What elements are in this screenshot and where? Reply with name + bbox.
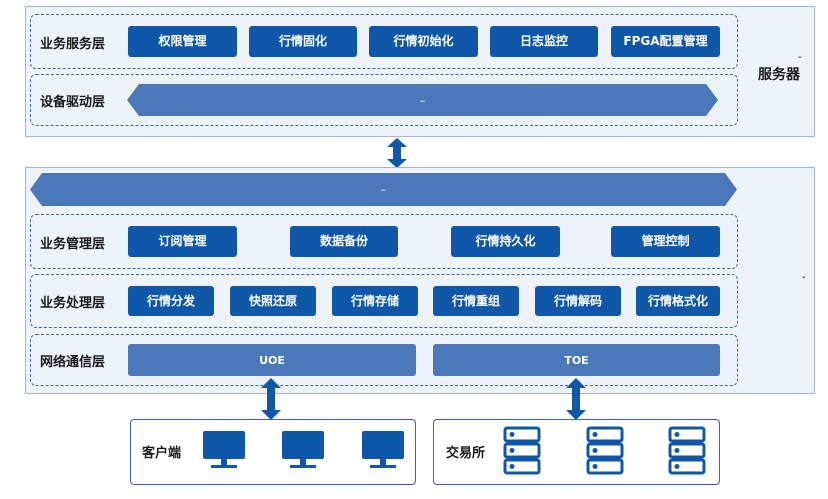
device-driver-bar: – (127, 84, 718, 116)
management-control-button[interactable]: 管理控制 (611, 226, 720, 257)
server-rack-icon (503, 426, 541, 475)
market-distribution-button[interactable]: 行情分发 (128, 286, 214, 316)
device-driver-layer-label: 设备驱动层 (40, 95, 106, 110)
monitor-icon (282, 431, 324, 468)
market-reassembly-button[interactable]: 行情重组 (433, 286, 519, 316)
client-arrow-icon (261, 378, 281, 420)
uoe-bar: UOE (128, 344, 416, 376)
exchange-label: 交易所 (446, 446, 486, 461)
business-processing-layer-label: 业务处理层 (40, 296, 106, 311)
business-service-layer-label: 业务服务层 (40, 37, 106, 52)
permission-management-button[interactable]: 权限管理 (128, 26, 237, 57)
fpga-config-button[interactable]: FPGA配置管理 (611, 26, 720, 57)
fpga-top-bar: – (30, 173, 737, 206)
server-label: 服务器 (758, 67, 800, 83)
server-rack-icon (668, 426, 706, 475)
market-init-button[interactable]: 行情初始化 (369, 26, 478, 57)
snapshot-restore-button[interactable]: 快照还原 (230, 286, 316, 316)
network-layer-label: 网络通信层 (40, 355, 106, 370)
client-label: 客户端 (142, 446, 182, 461)
market-decode-button[interactable]: 行情解码 (535, 286, 621, 316)
log-monitor-button[interactable]: 日志监控 (490, 26, 598, 57)
exchange-arrow-icon (566, 378, 586, 420)
fpga-side-mark: - (802, 272, 806, 283)
market-storage-button[interactable]: 行情存储 (332, 286, 418, 316)
business-management-layer-label: 业务管理层 (40, 237, 106, 252)
server-fpga-arrow-icon (387, 138, 407, 168)
market-format-button[interactable]: 行情格式化 (636, 286, 720, 316)
subscription-management-button[interactable]: 订阅管理 (128, 226, 237, 257)
market-solidify-button[interactable]: 行情固化 (249, 26, 357, 57)
monitor-icon (362, 431, 404, 468)
toe-bar: TOE (433, 344, 720, 376)
monitor-icon (203, 431, 245, 468)
market-persistence-button[interactable]: 行情持久化 (451, 226, 560, 257)
data-backup-button[interactable]: 数据备份 (290, 226, 398, 257)
server-side-mark: - (798, 52, 802, 63)
server-rack-icon (586, 426, 624, 475)
